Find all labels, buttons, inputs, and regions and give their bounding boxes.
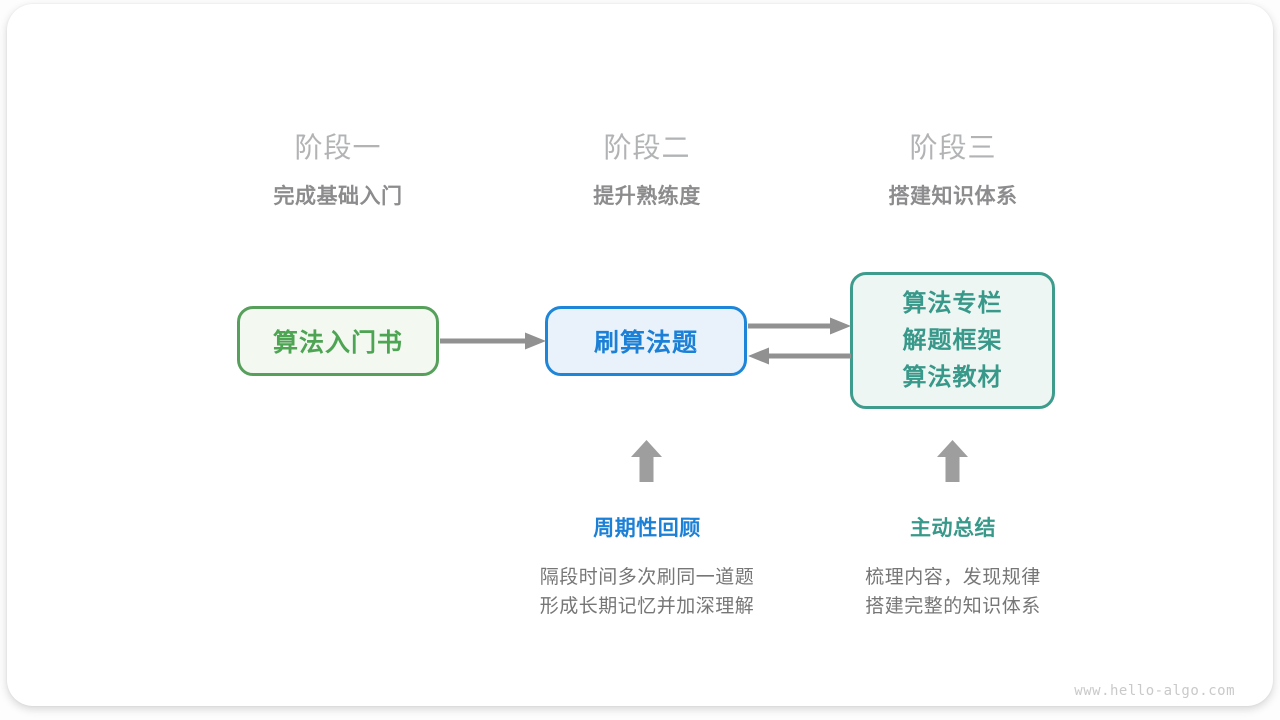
node-knowledge-line-2: 解题框架 [902, 327, 1003, 354]
stage-3-subtitle: 搭建知识体系 [888, 185, 1018, 208]
annotation-summary-desc: 梳理内容，发现规律 搭建完整的知识体系 [803, 563, 1103, 621]
watermark-url: www.hello-algo.com [1074, 683, 1235, 699]
node-practice-title: 刷算法题 [593, 329, 698, 357]
node-box-practice-problems: 刷算法题 [545, 306, 747, 376]
stage-1-label: 阶段一 [294, 132, 382, 163]
annotation-summary-line-2: 搭建完整的知识体系 [865, 596, 1041, 617]
annotation-review-line-2: 形成长期记忆并加深理解 [539, 596, 755, 617]
arrow-stage1-to-stage2 [440, 332, 546, 350]
stage-2-label: 阶段二 [603, 132, 691, 163]
node-knowledge-line-1: 算法专栏 [902, 290, 1003, 317]
node-box-intro-book: 算法入门书 [237, 306, 439, 376]
annotation-review-title: 周期性回顾 [593, 517, 701, 540]
annotation-summary-line-1: 梳理内容，发现规律 [865, 567, 1041, 588]
arrow-stage3-to-stage2 [748, 347, 851, 365]
arrow-stage2-to-stage3 [748, 317, 851, 335]
stage-1-subtitle: 完成基础入门 [273, 185, 403, 208]
annotation-review-line-1: 隔段时间多次刷同一道题 [539, 567, 755, 588]
up-arrow-review [631, 440, 662, 482]
annotation-summary-title: 主动总结 [910, 517, 996, 540]
diagram-card: 阶段一 完成基础入门 阶段二 提升熟练度 阶段三 搭建知识体系 算法入门书 刷算… [7, 4, 1273, 706]
node-intro-book-title: 算法入门书 [272, 329, 403, 357]
stage-3-label: 阶段三 [909, 132, 997, 163]
node-knowledge-line-3: 算法教材 [902, 364, 1003, 391]
up-arrow-summary [937, 440, 968, 482]
annotation-review-desc: 隔段时间多次刷同一道题 形成长期记忆并加深理解 [497, 563, 797, 621]
node-box-knowledge-system: 算法专栏 解题框架 算法教材 [850, 272, 1055, 409]
stage-2-subtitle: 提升熟练度 [593, 185, 701, 208]
